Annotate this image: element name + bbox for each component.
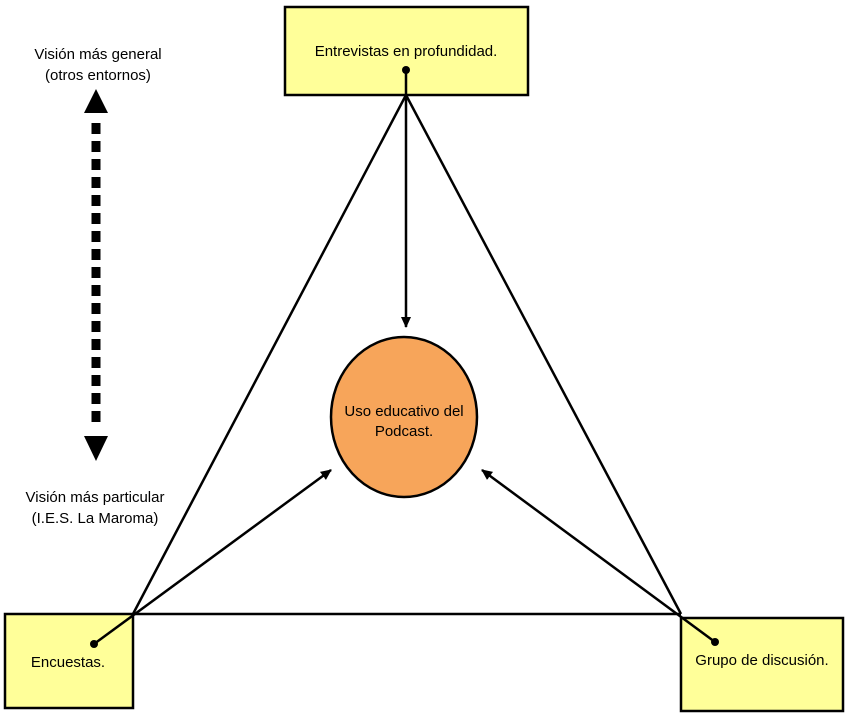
left-anchor-dot — [90, 640, 98, 648]
center-circle — [329, 335, 479, 499]
arrow-left-to-center — [93, 468, 332, 646]
edge-top-right — [404, 94, 683, 615]
right-box — [679, 616, 845, 713]
center-label-line1: Uso educativo del — [344, 403, 463, 420]
right-box-label: Grupo de discusión. — [695, 652, 828, 669]
arrow-right-to-center — [481, 468, 716, 644]
center-label-line2: Podcast. — [375, 423, 433, 440]
edge-top-left — [131, 94, 408, 615]
top-box-label: Entrevistas en profundidad. — [315, 43, 498, 60]
connector-arrows — [90, 66, 719, 648]
scale-bottom-line1: Visión más particular — [26, 489, 165, 506]
scale-arrowhead-up — [84, 89, 108, 113]
scale-top-line2: (otros entornos) — [45, 67, 151, 84]
right-anchor-dot — [711, 638, 719, 646]
right-node: Grupo de discusión. — [679, 616, 845, 713]
left-box-label: Encuestas. — [31, 654, 105, 671]
triangle-edges — [131, 94, 683, 616]
left-node: Encuestas. — [3, 612, 135, 710]
center-node: Uso educativo del Podcast. — [329, 335, 479, 499]
vision-scale: Visión más general (otros entornos) Visi… — [26, 46, 165, 527]
scale-arrowhead-down — [84, 436, 108, 461]
double-headed-dashed-arrow-icon — [84, 89, 108, 461]
scale-bottom-line2: (I.E.S. La Maroma) — [32, 510, 159, 527]
top-anchor-dot — [402, 66, 410, 74]
scale-top-line1: Visión más general — [34, 46, 161, 63]
